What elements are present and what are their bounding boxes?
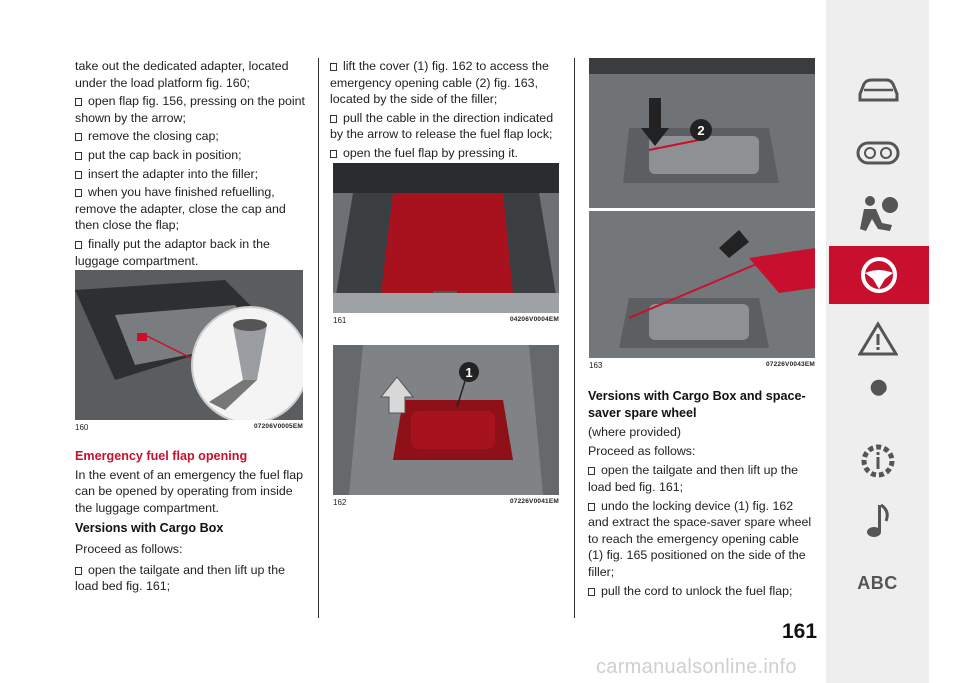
chapter-sidebar: ABC <box>826 0 929 683</box>
list-item: remove the closing cap; <box>75 128 305 145</box>
emergency-cable-illustration: 2 <box>589 58 815 358</box>
callout-number: 1 <box>465 365 472 380</box>
column-divider <box>318 58 319 618</box>
watermark: carmanualsonline.info <box>596 656 797 678</box>
sidebar-item-driving[interactable] <box>829 246 929 304</box>
subsection-heading: Versions with Cargo Box <box>75 521 224 536</box>
proceed-text: Proceed as follows: <box>75 541 183 556</box>
sidebar-item-multimedia[interactable] <box>826 492 929 550</box>
figure-162-caption: 162 07226V0041EM <box>333 498 559 507</box>
sidebar-item-warnings[interactable] <box>826 310 929 368</box>
car-icon <box>858 78 898 102</box>
list-item: pull the cable in the direction indicate… <box>330 110 560 143</box>
list-item: open the tailgate and then lift up the l… <box>588 462 813 495</box>
sidebar-item-safety[interactable] <box>826 184 929 242</box>
list-item: finally put the adaptor back in the lugg… <box>75 236 305 269</box>
music-icon <box>866 503 889 537</box>
figure-160-image <box>75 270 303 420</box>
list-item: pull the cord to unlock the fuel flap; <box>588 583 813 600</box>
column-1-lower: Emergency fuel flap opening In the event… <box>75 448 305 597</box>
figure-161-caption: 161 04206V0004EM <box>333 316 559 325</box>
list-item: put the cap back in position; <box>75 147 305 164</box>
proceed-text: Proceed as follows: <box>588 443 696 458</box>
intro-text: take out the dedicated adapter, located … <box>75 59 289 90</box>
column-2: lift the cover (1) fig. 162 to access th… <box>330 58 560 164</box>
warning-icon <box>857 321 898 356</box>
cargo-box-cover-illustration: 1 <box>333 345 559 495</box>
airbag-icon <box>859 196 898 231</box>
page-number: 161 <box>782 620 818 643</box>
sidebar-item-emergency[interactable] <box>826 370 929 428</box>
dashboard-icon <box>856 141 899 165</box>
figure-code: 07226V0041EM <box>509 498 559 505</box>
figure-code: 07206V0005EM <box>253 423 303 430</box>
wrench-icon <box>863 379 887 413</box>
sidebar-item-index[interactable]: ABC <box>826 554 929 612</box>
sidebar-item-car[interactable] <box>826 60 929 118</box>
figure-160-caption: 160 07206V0005EM <box>75 423 303 432</box>
column-divider <box>574 58 575 618</box>
list-item: undo the locking device (1) fig. 162 and… <box>588 498 812 579</box>
trunk-adapter-illustration <box>75 270 303 420</box>
list-item: open the fuel flap by pressing it. <box>330 145 560 162</box>
figure-number: 162 <box>333 498 347 507</box>
sidebar-item-maintenance[interactable] <box>826 432 929 490</box>
section-heading: Versions with Cargo Box and space-saver … <box>588 389 806 420</box>
column-1: take out the dedicated adapter, located … <box>75 58 305 271</box>
figure-code: 07226V0043EM <box>765 361 815 368</box>
figure-161-image <box>333 163 559 313</box>
gear-info-icon <box>861 444 894 478</box>
figure-number: 160 <box>75 423 89 432</box>
list-item: open the tailgate and then lift up the l… <box>75 562 305 595</box>
abc-label: ABC <box>857 572 898 593</box>
figure-163-image: 2 <box>589 58 815 358</box>
steering-wheel-icon <box>861 257 897 293</box>
trunk-loadbed-illustration <box>333 163 559 313</box>
figure-code: 04206V0004EM <box>509 316 559 323</box>
figure-number: 161 <box>333 316 347 325</box>
list-item: lift the cover (1) fig. 162 to access th… <box>330 58 560 108</box>
sidebar-item-dashboard[interactable] <box>826 124 929 182</box>
paragraph: In the event of an emergency the fuel fl… <box>75 467 303 515</box>
where-provided: (where provided) <box>588 425 681 440</box>
section-heading: Emergency fuel flap opening <box>75 449 248 463</box>
figure-163-caption: 163 07226V0043EM <box>589 361 815 370</box>
list-item: when you have finished refuelling, remov… <box>75 184 305 234</box>
callout-number: 2 <box>697 123 704 138</box>
figure-162-image: 1 <box>333 345 559 495</box>
list-item: insert the adapter into the filler; <box>75 166 305 183</box>
figure-number: 163 <box>589 361 603 370</box>
list-item: open flap fig. 156, pressing on the poin… <box>75 94 305 125</box>
column-3: Versions with Cargo Box and space-saver … <box>588 388 813 601</box>
